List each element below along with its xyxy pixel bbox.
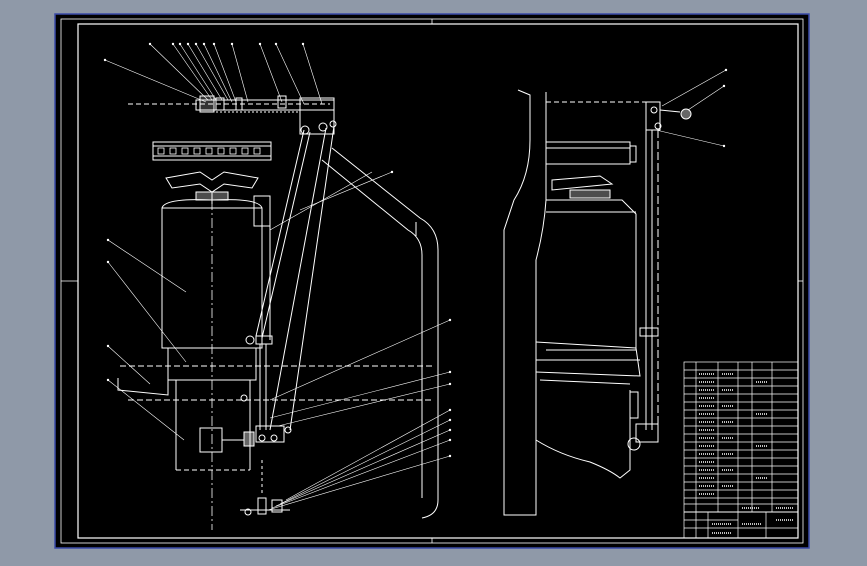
right-leader-lines (655, 69, 727, 147)
right-leader-dots (722, 68, 728, 148)
center-marks (61, 19, 803, 543)
sheet-edge (54, 13, 810, 549)
left-assembly-view (117, 95, 439, 530)
drawing-sheet (55, 14, 809, 548)
left-leader-lines (104, 43, 451, 511)
left-leader-dots (103, 42, 452, 458)
parts-list-entries (699, 373, 794, 534)
parts-list-table (683, 361, 799, 539)
right-assembly-view (503, 89, 692, 516)
